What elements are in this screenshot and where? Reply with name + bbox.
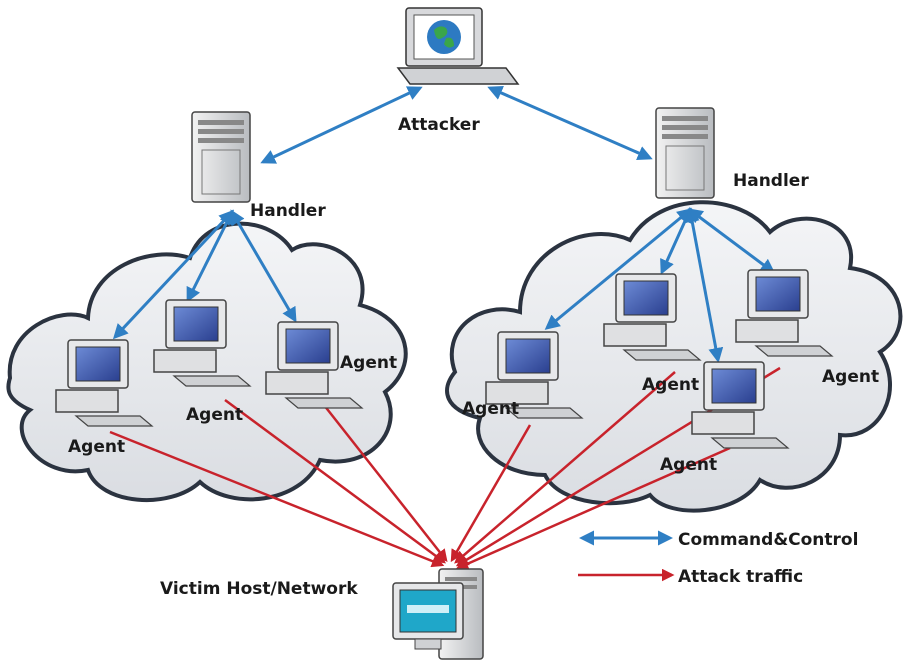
victim-label: Victim Host/Network xyxy=(160,579,358,599)
agent-label-4: Agent xyxy=(462,399,519,419)
server-icon-right xyxy=(655,107,715,199)
agent-label-3: Agent xyxy=(340,353,397,373)
agent-label-1: Agent xyxy=(68,437,125,457)
legend-command-control-label: Command&Control xyxy=(678,530,858,550)
victim-computer-icon xyxy=(392,568,484,660)
legend: Command&Control Attack traffic xyxy=(578,530,858,587)
handler-left-label: Handler xyxy=(250,201,326,221)
agent-label-6: Agent xyxy=(660,455,717,475)
legend-attack-traffic-label: Attack traffic xyxy=(678,567,803,587)
server-icon-left xyxy=(191,111,251,203)
agent-label-7: Agent xyxy=(822,367,879,387)
command-control-lines xyxy=(112,85,776,363)
agent-label-5: Agent xyxy=(642,375,699,395)
handler-right-label: Handler xyxy=(733,171,809,191)
attacker-label: Attacker xyxy=(398,115,480,135)
attack-traffic-lines xyxy=(109,366,781,570)
agent-label-2: Agent xyxy=(186,405,243,425)
laptop-icon xyxy=(397,7,519,85)
